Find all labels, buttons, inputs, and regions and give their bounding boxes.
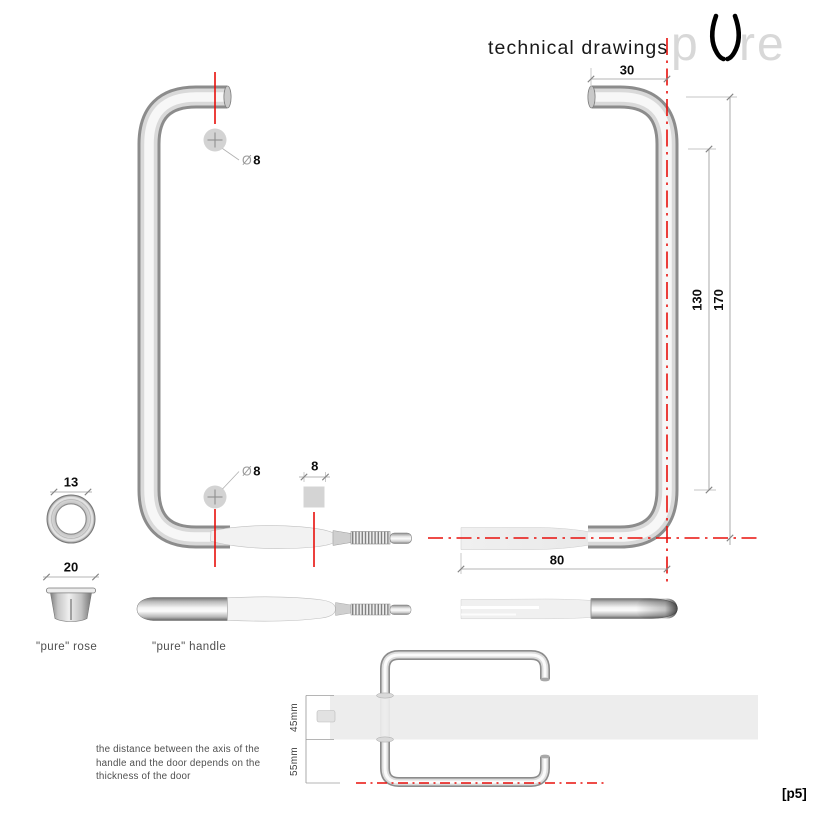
- right-handle-centerlines: [428, 38, 757, 584]
- left-handle-front-view: [137, 85, 412, 549]
- mounting-note: the distance between the axis of the han…: [96, 744, 261, 783]
- spindle-size-label: 8: [311, 459, 318, 474]
- arm-length-label: 80: [550, 553, 564, 568]
- square-spindle-detail: [299, 472, 330, 508]
- blade-slit-2: [461, 613, 516, 616]
- fixing-point-top: [203, 128, 240, 161]
- caption-handle: "pure" handle: [152, 641, 227, 653]
- logo-letters-re: re: [739, 18, 786, 71]
- logo-letter-p: p: [671, 18, 698, 71]
- page-number: [p5]: [782, 786, 807, 801]
- axis-distance-label: 55mm: [289, 747, 300, 776]
- page-title: technical drawings: [488, 37, 669, 59]
- dimension-grip-length: [688, 145, 716, 494]
- mounting-collar-top: [376, 692, 394, 699]
- caption-rose: "pure" rose: [36, 641, 98, 653]
- spindle-stub: [316, 710, 336, 723]
- spindle-tip: [389, 532, 412, 544]
- dimension-rose-base: [42, 573, 100, 581]
- dimension-arm-length: [457, 553, 671, 574]
- mounting-collar-bottom: [376, 736, 394, 743]
- door-thickness-label: 45mm: [289, 703, 300, 732]
- rose-base-label: 20: [64, 560, 78, 575]
- grip-length-label: 130: [690, 289, 705, 311]
- fixing-point-bottom: [203, 471, 240, 509]
- right-handle-front-view: [460, 85, 679, 550]
- left-handle-centerlines: [214, 72, 315, 567]
- blade-slit: [461, 606, 539, 609]
- spindle-neck: [332, 530, 352, 546]
- tube-end-cap: [223, 85, 232, 109]
- door-mounting-diagram: [316, 650, 758, 787]
- dimension-overall-height: [686, 93, 737, 545]
- threaded-section: [350, 531, 391, 545]
- logo-handle-u-icon: [709, 13, 741, 62]
- rose-side-view: [46, 587, 96, 622]
- rose-hole-label: 13: [64, 475, 78, 490]
- dimension-door-bracket: [305, 695, 340, 784]
- top-bend-width-label: 30: [620, 63, 634, 78]
- dimension-rose-hole: [50, 488, 92, 496]
- door-cross-section: [330, 695, 758, 740]
- tube-end-cap-right: [587, 85, 596, 109]
- left-handle-side-view: [136, 596, 412, 622]
- rose-top-view: [46, 494, 96, 544]
- dimension-top-bend: [587, 68, 671, 90]
- overall-height-label: 170: [711, 289, 726, 311]
- right-handle-side-view: [460, 598, 678, 620]
